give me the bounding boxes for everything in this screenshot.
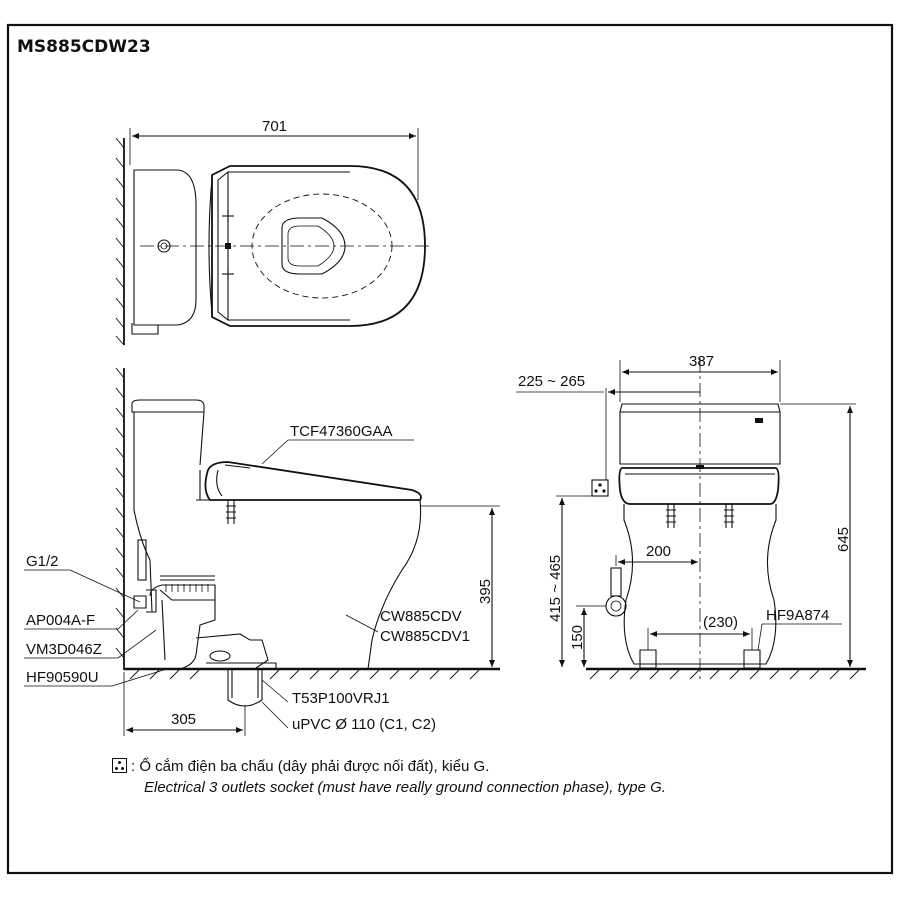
dim-wall-to-drain: 305 — [171, 711, 196, 728]
dim-supply-offset: 225 ~ 265 — [518, 373, 585, 390]
label-seat: TCF47360GAA — [290, 423, 393, 440]
model-title: MS885CDW23 — [17, 37, 151, 57]
floor-hatch-side — [129, 668, 481, 680]
socket-icon — [591, 479, 609, 497]
label-body-2: CW885CDV1 — [380, 628, 470, 645]
label-flush-valve: VM3D046Z — [26, 641, 102, 658]
note-text-vi: : Ổ cắm điện ba chấu (dây phải được nối … — [131, 758, 490, 775]
drawing-border — [6, 23, 894, 875]
wall-hatch-side — [115, 367, 125, 659]
floor-hatch-front — [589, 668, 861, 680]
note-text-en: Electrical 3 outlets socket (must have r… — [144, 779, 666, 796]
wall-hatch-top — [115, 137, 125, 346]
label-pipe: uPVC Ø 110 (C1, C2) — [292, 716, 436, 733]
label-pipe-part: T53P100VRJ1 — [292, 690, 390, 707]
socket-icon — [112, 758, 127, 773]
dim-width: 387 — [689, 353, 714, 370]
dim-total-height: 645 — [835, 527, 852, 552]
flange-comb — [165, 584, 209, 592]
label-angle-valve: AP004A-F — [26, 612, 95, 629]
note-line-vi: : Ổ cắm điện ba chấu (dây phải được nối … — [112, 756, 872, 777]
top-view: 701 — [115, 118, 430, 346]
dim-seat-height: 395 — [477, 579, 494, 604]
label-flange: HF90590U — [26, 669, 99, 686]
label-anchor: HF9A874 — [766, 607, 829, 624]
dim-socket-height: 415 ~ 465 — [547, 555, 564, 622]
dim-bolt-spacing: (230) — [703, 614, 738, 631]
dim-supply-height: 150 — [569, 625, 586, 650]
dim-supply-side: 200 — [646, 543, 671, 560]
side-view: 395 305 TCF47360GAA G1/2 AP004A-F VM3D04… — [24, 367, 500, 736]
front-view: 387 225 ~ 265 645 415 ~ 465 150 200 (230… — [516, 353, 866, 680]
label-valve-thread: G1/2 — [26, 553, 59, 570]
socket-note: : Ổ cắm điện ba chấu (dây phải được nối … — [112, 756, 872, 798]
dim-total-length: 701 — [262, 118, 287, 135]
label-body-1: CW885CDV — [380, 608, 462, 625]
